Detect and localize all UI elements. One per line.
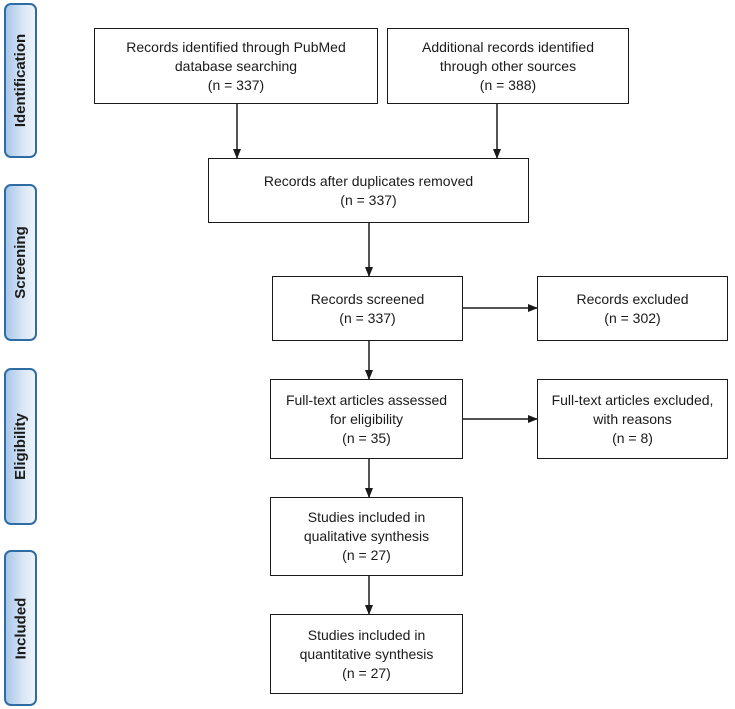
box-fulltext-excluded-line2: with reasons bbox=[593, 410, 672, 427]
box-screened-line1: Records screened bbox=[310, 290, 425, 307]
box-excluded-line1: Records excluded bbox=[576, 290, 689, 307]
box-fulltext-excluded: Full-text articles excluded, with reason… bbox=[537, 379, 728, 459]
stage-included: Included bbox=[4, 550, 37, 706]
box-fulltext-excluded-line1: Full-text articles excluded, bbox=[551, 391, 714, 408]
box-excluded-count: (n = 302) bbox=[604, 309, 661, 326]
box-pubmed-records: Records identified through PubMed databa… bbox=[94, 28, 378, 104]
box-qualitative-line1: Studies included in bbox=[307, 509, 426, 525]
box-fulltext-excluded-count: (n = 8) bbox=[612, 429, 653, 446]
box-pubmed-count: (n = 337) bbox=[207, 76, 265, 93]
box-qualitative-synthesis: Studies included in qualitative synthesi… bbox=[270, 497, 463, 576]
stage-identification: Identification bbox=[4, 3, 37, 158]
box-pubmed-line2: database searching bbox=[174, 57, 298, 74]
box-quantitative-line1: Studies included in bbox=[307, 626, 426, 643]
box-other-count: (n = 388) bbox=[479, 76, 537, 93]
box-duplicates-removed: Records after duplicates removed (n = 33… bbox=[208, 158, 529, 223]
box-other-sources: Additional records identified through ot… bbox=[387, 28, 629, 104]
box-duplicates-line1: Records after duplicates removed bbox=[263, 172, 474, 189]
stage-eligibility: Eligibility bbox=[4, 368, 37, 525]
box-quantitative-count: (n = 27) bbox=[342, 664, 391, 681]
box-fulltext-assessed: Full-text articles assessed for eligibil… bbox=[270, 379, 463, 459]
box-qualitative-count: (n = 27) bbox=[342, 547, 391, 563]
box-qualitative-line2: qualitative synthesis bbox=[303, 528, 430, 544]
box-other-line1: Additional records identified bbox=[422, 38, 594, 55]
box-duplicates-count: (n = 337) bbox=[340, 191, 397, 208]
box-fulltext-line1: Full-text articles assessed bbox=[285, 391, 448, 408]
box-quantitative-line2: quantitative synthesis bbox=[299, 645, 434, 662]
box-screened-count: (n = 337) bbox=[339, 309, 396, 326]
box-pubmed-line1: Records identified through PubMed bbox=[126, 38, 346, 55]
box-fulltext-count: (n = 35) bbox=[342, 429, 391, 446]
stage-screening: Screening bbox=[4, 184, 37, 341]
box-fulltext-line2: for eligibility bbox=[329, 410, 404, 427]
box-quantitative-synthesis: Studies included in quantitative synthes… bbox=[270, 614, 463, 694]
box-records-excluded: Records excluded (n = 302) bbox=[537, 276, 728, 341]
box-records-screened: Records screened (n = 337) bbox=[272, 276, 463, 341]
box-other-line2: through other sources bbox=[439, 57, 577, 74]
